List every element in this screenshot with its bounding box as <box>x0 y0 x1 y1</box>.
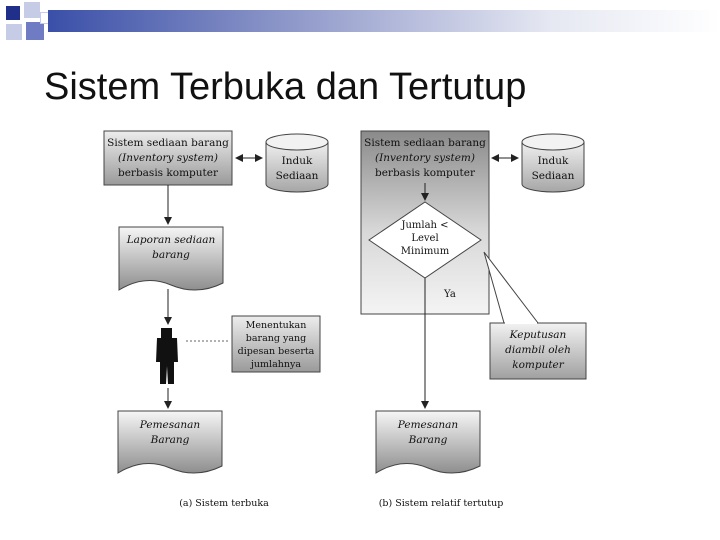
right-order-line-1: Pemesanan <box>397 419 459 431</box>
left-order-line-1: Pemesanan <box>139 419 201 431</box>
left-note-line-3: dipesan beserta <box>238 346 315 357</box>
right-system-line-2: (Inventory system) <box>375 152 475 164</box>
left-note-line-2: barang yang <box>246 333 306 344</box>
left-order-document: Pemesanan Barang <box>117 410 223 474</box>
left-decision-note: Menentukan barang yang dipesan beserta j… <box>231 315 321 373</box>
right-order-line-2: Barang <box>408 434 448 446</box>
left-database-cylinder: Induk Sediaan <box>265 133 329 193</box>
right-diamond-line-1: Jumlah < <box>400 220 448 231</box>
right-database-cylinder: Induk Sediaan <box>521 133 585 193</box>
right-diamond-line-2: Level <box>411 233 438 244</box>
right-diamond-line-3: Minimum <box>401 246 450 257</box>
left-system-line-1: Sistem sediaan barang <box>107 137 229 149</box>
right-db-line-2: Sediaan <box>532 170 575 182</box>
left-system-line-3: berbasis komputer <box>118 167 219 179</box>
right-callout-line-2: diambil oleh <box>505 344 571 356</box>
left-system-box: Sistem sediaan barang (Inventory system)… <box>103 130 233 186</box>
right-callout: Keputusan diambil oleh komputer <box>483 251 587 380</box>
right-system-label: Sistem sediaan barang (Inventory system)… <box>364 137 486 179</box>
right-callout-line-1: Keputusan <box>509 329 567 341</box>
left-report-line-2: barang <box>152 249 190 261</box>
right-system-line-3: berbasis komputer <box>375 167 476 179</box>
left-report-line-1: Laporan sediaan <box>126 234 216 246</box>
left-report-document: Laporan sediaan barang <box>118 226 224 291</box>
right-caption: (b) Sistem relatif tertutup <box>379 498 504 509</box>
corner-square-3 <box>6 24 22 40</box>
corner-square-1 <box>6 6 20 20</box>
slide-title: Sistem Terbuka dan Tertutup <box>44 66 527 108</box>
corner-square-4 <box>26 22 44 40</box>
person-icon <box>156 328 178 384</box>
right-yes-label: Ya <box>443 289 456 300</box>
right-order-document: Pemesanan Barang <box>375 410 481 474</box>
right-decision-diamond: Jumlah < Level Minimum <box>368 201 482 279</box>
right-system-line-1: Sistem sediaan barang <box>364 137 486 149</box>
left-db-line-2: Sediaan <box>276 170 319 182</box>
left-system-line-2: (Inventory system) <box>118 152 218 164</box>
left-db-line-1: Induk <box>282 155 313 167</box>
left-order-line-2: Barang <box>150 434 190 446</box>
title-bar-gradient <box>48 10 720 32</box>
left-caption: (a) Sistem terbuka <box>179 498 269 509</box>
corner-square-2 <box>24 2 40 18</box>
left-note-line-1: Menentukan <box>246 320 307 331</box>
right-db-line-1: Induk <box>538 155 569 167</box>
right-callout-line-3: komputer <box>512 359 565 371</box>
left-note-line-4: jumlahnya <box>250 359 301 370</box>
